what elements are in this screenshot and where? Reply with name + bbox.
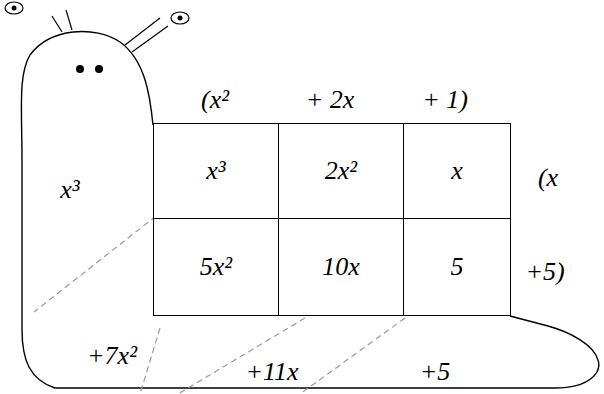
cell-term: x³	[206, 158, 225, 184]
cell-term: 5x²	[200, 254, 232, 280]
grid-cell: x³	[153, 123, 279, 219]
polynomial-term: (x²	[201, 87, 229, 113]
grid-cell: 5x²	[153, 218, 279, 316]
grid-cell: 10x	[278, 218, 404, 316]
diagonal-guide	[140, 328, 160, 394]
diagonal-guide	[34, 216, 156, 312]
grid-cell: 5	[403, 218, 511, 316]
polynomial-term: + 2x	[306, 87, 355, 113]
cell-term: 2x²	[325, 158, 357, 184]
snail-eye	[76, 65, 84, 73]
diagonal-guide	[300, 318, 405, 394]
grid-cell: 2x²	[278, 123, 404, 219]
eye-stalk	[5, 2, 23, 14]
eye-pupil	[178, 16, 183, 21]
cell-term: 5	[451, 254, 464, 280]
eye-pupil	[12, 6, 17, 11]
diagonal-guide	[178, 318, 305, 394]
polynomial-term: +5)	[525, 259, 564, 285]
polynomial-term: x³	[60, 177, 79, 203]
snail-outline	[21, 31, 598, 388]
polynomial-term: +11x	[245, 359, 298, 385]
polynomial-term: +7x²	[87, 343, 137, 369]
grid-cell: x	[403, 123, 511, 219]
polynomial-term: +5	[420, 359, 451, 385]
polynomial-term: + 1)	[422, 87, 468, 113]
eye-stalk	[171, 12, 189, 24]
left-antenna	[52, 10, 72, 32]
right-antenna	[125, 18, 168, 52]
cell-term: x	[451, 158, 463, 184]
polynomial-term: (x	[538, 165, 558, 191]
snail-eye	[95, 65, 103, 73]
cell-term: 10x	[322, 254, 360, 280]
